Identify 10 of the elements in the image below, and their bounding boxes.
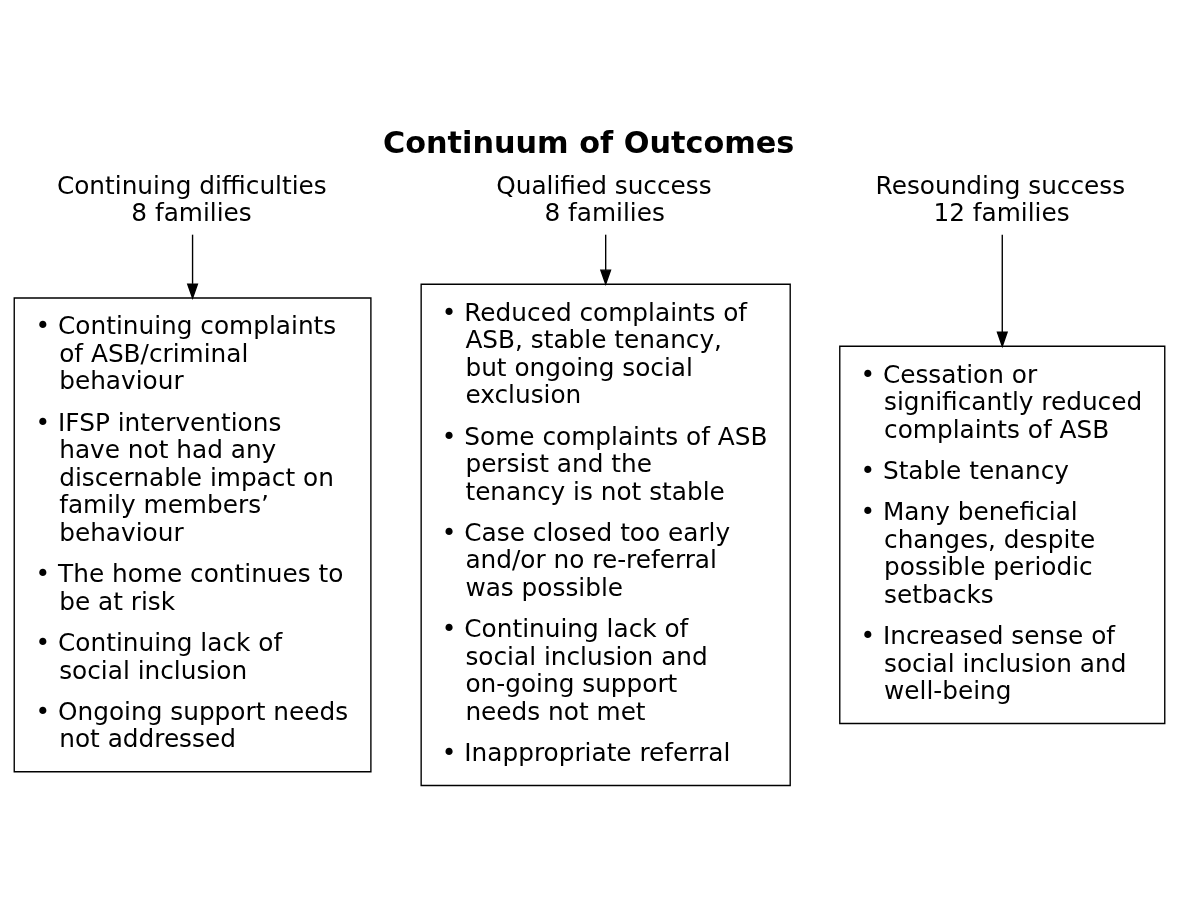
arrow <box>186 234 199 301</box>
node-text: Resounding success 12 families <box>875 170 1126 228</box>
node-text: Qualified success 8 families <box>496 170 712 228</box>
node-box: • Reduced complaints of ASB, stable tenancy, but ongoing social exclusion • Some complaints of ASB persist and the tenancy is not stable • Case closed too early and/or no re-referral was possible • Continuing lack of social inclusion and on-going support needs not met • Inappropriate referral <box>420 283 791 787</box>
node-box: • Cessation or significantly reduced complaints of ASB • Stable tenancy • Many beneficial changes, despite possible periodic setbacks • Increased sense of social inclusion and well-being <box>839 345 1166 725</box>
node-text: Continuing difficulties 8 families <box>56 170 327 228</box>
node-box: • Continuing complaints of ASB/criminal behaviour • IFSP interventions have not had any discernable impact on family members’ behaviour • The home continues to be at risk • Continuing lack of social inclusion • Ongoing support needs not addressed <box>13 297 372 773</box>
arrow <box>996 234 1009 349</box>
diagram-title: Continuum of Outcomes <box>382 124 795 160</box>
arrow <box>599 234 612 287</box>
